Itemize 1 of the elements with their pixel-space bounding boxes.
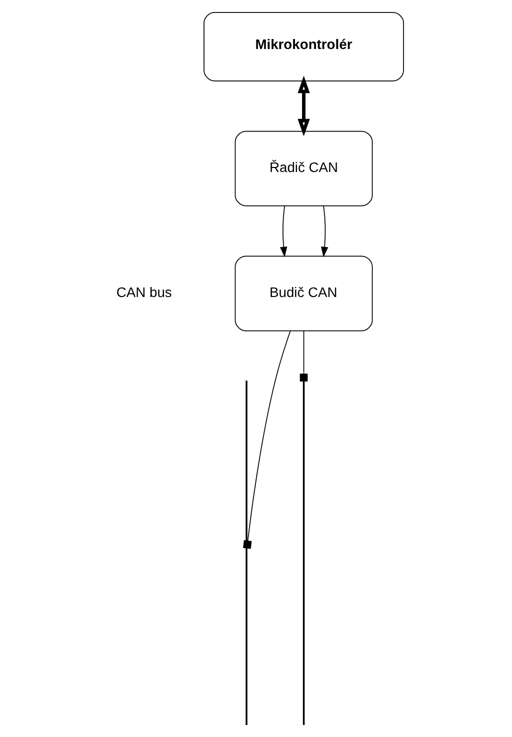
label: CAN bus [116,284,172,300]
